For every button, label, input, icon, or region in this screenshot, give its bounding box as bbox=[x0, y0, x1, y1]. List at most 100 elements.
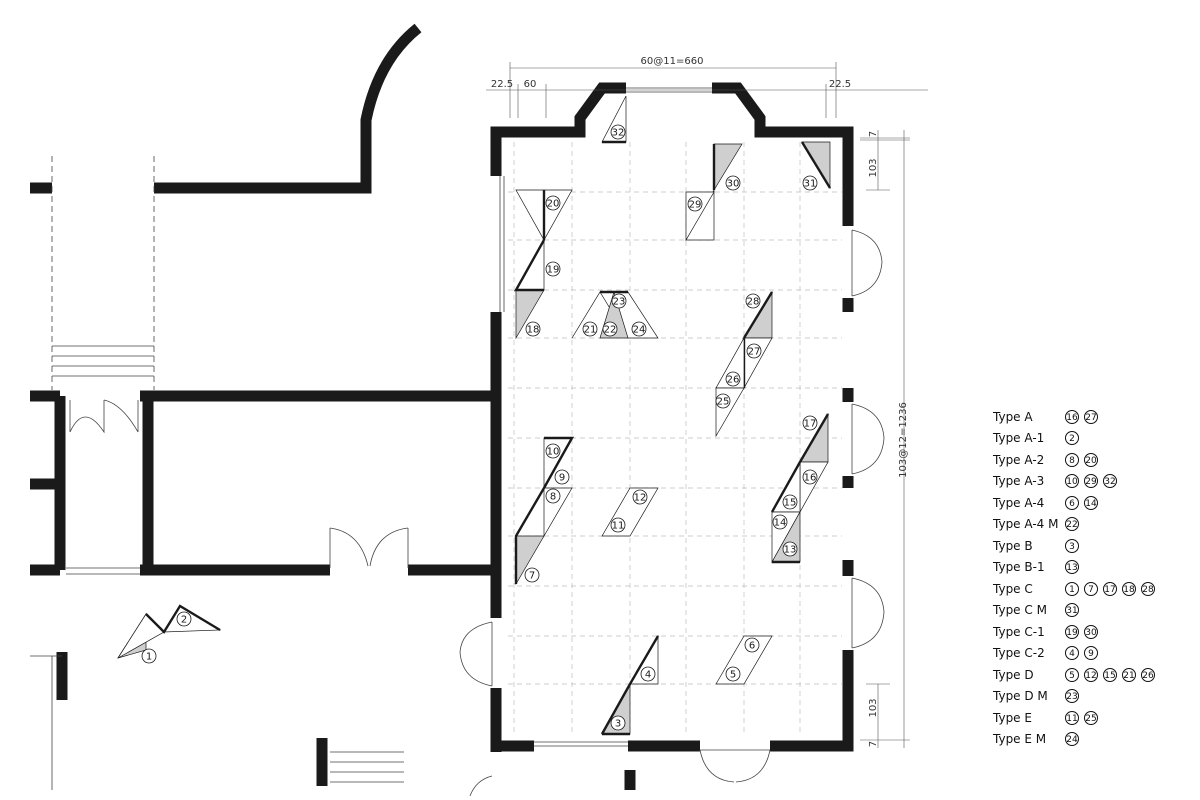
piece-label: 2 bbox=[176, 611, 192, 627]
piece-number: 25 bbox=[717, 397, 730, 408]
piece-label-ring bbox=[524, 567, 540, 583]
hall-wall-left-upper bbox=[490, 82, 626, 176]
piece-label-ring bbox=[141, 648, 157, 664]
piece-number: 27 bbox=[748, 347, 761, 358]
dim-right-bottom-a: 103 bbox=[868, 698, 879, 717]
legend-piece-number: 2 bbox=[1065, 431, 1079, 446]
piece-label: 30 bbox=[725, 175, 741, 191]
legend-type-name: Type E M bbox=[993, 732, 1047, 747]
piece-label-ring bbox=[610, 715, 626, 731]
piece-label-ring bbox=[715, 393, 731, 409]
piece-number: 19 bbox=[547, 265, 560, 276]
piece-label: 31 bbox=[802, 175, 818, 191]
piece-label-ring bbox=[611, 293, 627, 309]
piece-label: 21 bbox=[582, 321, 598, 337]
piece-label-ring bbox=[525, 321, 541, 337]
legend-piece-list: 22 bbox=[1065, 517, 1079, 532]
piece-label: 22 bbox=[602, 321, 618, 337]
piece-number: 31 bbox=[804, 179, 817, 190]
door-bottom bbox=[699, 749, 771, 783]
legend-piece-number: 32 bbox=[1103, 474, 1117, 489]
hall-wall-top-right bbox=[712, 82, 854, 226]
legend-type-name: Type D bbox=[993, 667, 1034, 682]
legend-piece-number: 26 bbox=[1141, 667, 1155, 682]
piece-number: 12 bbox=[634, 493, 647, 504]
legend-piece-number: 1 bbox=[1065, 581, 1079, 596]
dim-right-top-a: 7 bbox=[868, 131, 879, 137]
legend-row: Type A-1 2 bbox=[993, 428, 1193, 450]
piece-number: 5 bbox=[730, 670, 736, 681]
legend-type-name: Type A bbox=[993, 409, 1033, 424]
piece-number: 16 bbox=[804, 473, 817, 484]
piece-label-ring bbox=[725, 175, 741, 191]
piece-label: 3 bbox=[610, 715, 626, 731]
piece-label-ring bbox=[176, 611, 192, 627]
legend-piece-list: 23 bbox=[1065, 689, 1079, 704]
piece-label: 16 bbox=[802, 469, 818, 485]
dim-right-bottom-b: 7 bbox=[868, 741, 879, 747]
door-bottom-left bbox=[469, 775, 493, 797]
dimension-labels: 60@11=660 22.5 60 22.5 103@12=1236 7 103… bbox=[491, 56, 909, 747]
piece-number: 3 bbox=[615, 719, 621, 730]
legend-piece-number: 29 bbox=[1084, 474, 1098, 489]
piece-label-ring bbox=[782, 494, 798, 510]
legend-piece-number: 6 bbox=[1065, 495, 1079, 510]
legend-piece-list: 13 bbox=[1065, 560, 1079, 575]
legend-piece-number: 25 bbox=[1084, 710, 1098, 725]
dashed-bounds bbox=[51, 156, 155, 390]
piece-label: 17 bbox=[802, 415, 818, 431]
piece-label-ring bbox=[582, 321, 598, 337]
legend-piece-number: 14 bbox=[1084, 495, 1098, 510]
piece-label-ring bbox=[610, 124, 626, 140]
legend-piece-number: 20 bbox=[1084, 452, 1098, 467]
piece-number: 8 bbox=[550, 492, 556, 503]
legend-piece-number: 22 bbox=[1065, 517, 1079, 532]
openings bbox=[30, 87, 885, 797]
stairs bbox=[52, 345, 154, 377]
piece-label: 10 bbox=[545, 443, 561, 459]
piece-label: 25 bbox=[715, 393, 731, 409]
piece-number: 23 bbox=[613, 297, 626, 308]
left-window bbox=[499, 176, 505, 312]
legend-type-name: Type E bbox=[993, 710, 1032, 725]
piece-label-ring bbox=[802, 415, 818, 431]
piece-label: 13 bbox=[782, 541, 798, 557]
legend-piece-number: 18 bbox=[1122, 581, 1136, 596]
legend-piece-number: 31 bbox=[1065, 603, 1079, 618]
bottom-window bbox=[534, 741, 628, 747]
piece-label-ring bbox=[725, 666, 741, 682]
legend-piece-list: 31 bbox=[1065, 603, 1079, 618]
piece-number: 26 bbox=[727, 375, 740, 386]
piece-number: 22 bbox=[604, 325, 617, 336]
piece-number: 2 bbox=[181, 615, 187, 626]
piece-number: 9 bbox=[559, 473, 565, 484]
piece-label-ring bbox=[610, 517, 626, 533]
legend-type-name: Type A-4 bbox=[993, 495, 1045, 510]
legend-piece-number: 28 bbox=[1141, 581, 1155, 596]
piece-number: 15 bbox=[784, 498, 797, 509]
piece-label: 28 bbox=[745, 293, 761, 309]
piece-label: 5 bbox=[725, 666, 741, 682]
lower-left-frame bbox=[30, 655, 62, 790]
piece-label: 26 bbox=[725, 371, 741, 387]
piece-label: 9 bbox=[554, 469, 570, 485]
piece-number: 6 bbox=[749, 641, 755, 652]
legend-piece-list: 3 bbox=[1065, 538, 1079, 553]
piece-label-ring bbox=[602, 321, 618, 337]
legend-piece-number: 30 bbox=[1084, 624, 1098, 639]
piece-label: 20 bbox=[545, 195, 561, 211]
legend-type-name: Type A-1 bbox=[993, 431, 1045, 446]
